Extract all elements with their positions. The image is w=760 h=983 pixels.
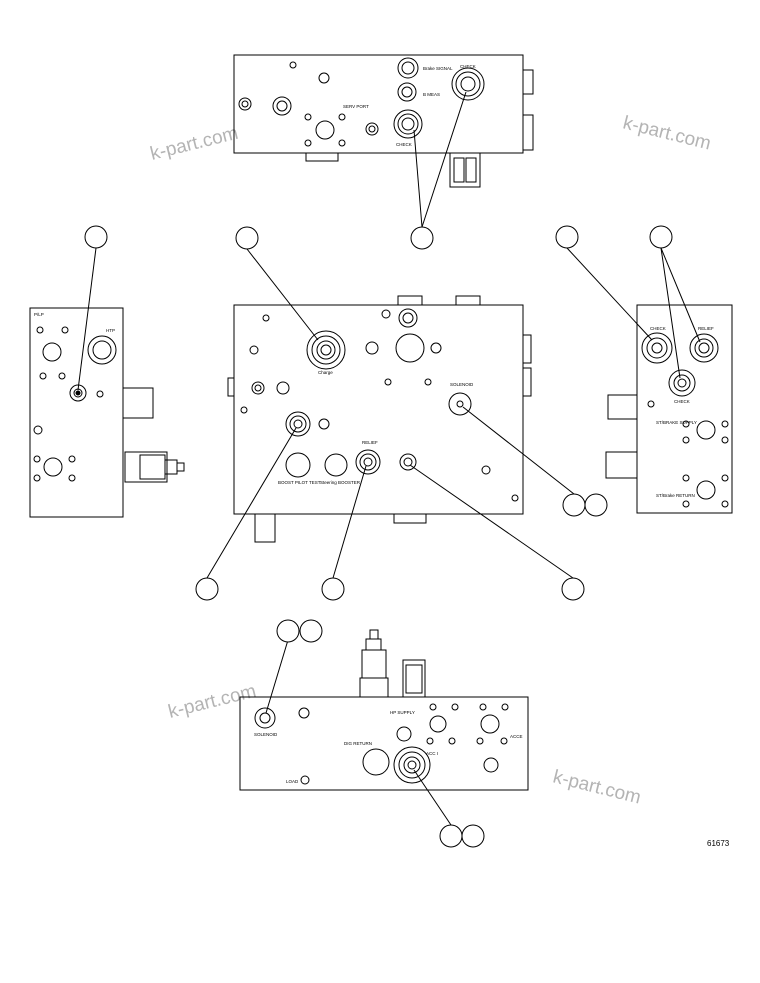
right-label-0: CHECK — [650, 326, 666, 331]
right-label-3: ST/BRAKE SUPPLY — [656, 420, 697, 425]
center-valve-view: Charge SOLENOID BOOST PILOT TEST Steerin… — [227, 295, 532, 543]
left-label-0: P/LP — [34, 312, 44, 317]
right-label-1: RELIEF — [698, 326, 714, 331]
callout-circles — [84, 225, 673, 848]
callout-top-check — [410, 226, 434, 250]
bottom-label-0: SOLENOID — [254, 732, 278, 737]
callout-solenoid-a — [276, 619, 300, 643]
bottom-label-5: LOAD — [286, 779, 299, 784]
callout-bottom-b — [461, 824, 485, 848]
bottom-label-2: DIG RETURN — [344, 741, 372, 746]
top-valve-view: Brake SIGNAL B MEAS SERV PORT CHECK CHEC… — [233, 54, 534, 188]
top-label-4: CHECK — [460, 64, 476, 69]
bottom-label-1: HP SUPPLY — [390, 710, 415, 715]
callout-right-a — [555, 225, 579, 249]
bottom-valve-view: SOLENOID HP SUPPLY DIG RETURN ACC I ACCE… — [239, 629, 529, 791]
left-label-1: HTP — [106, 328, 115, 333]
watermark: k-part.com — [551, 766, 643, 808]
watermark: k-part.com — [621, 112, 713, 154]
watermark: k-part.com — [148, 123, 240, 165]
watermark: k-part.com — [166, 681, 258, 723]
leader-lines — [77, 91, 701, 826]
center-label-4: RELIEF — [362, 440, 378, 445]
bottom-label-4: ACCE — [510, 734, 523, 739]
callout-solenoid-b — [299, 619, 323, 643]
center-label-2: BOOST PILOT TEST — [278, 480, 321, 485]
center-label-0: Charge — [318, 370, 333, 375]
callout-center-solenoid-a — [562, 493, 586, 517]
right-label-4: ST/Brake RETURN — [656, 493, 695, 498]
left-valve-view: P/LP HTP — [29, 307, 185, 518]
right-valve-view: CHECK RELIEF CHECK ST/BRAKE SUPPLY ST/Br… — [605, 304, 733, 514]
bottom-label-3: ACC I — [426, 751, 438, 756]
top-label-1: B MEAS — [423, 92, 440, 97]
callout-center-left — [195, 577, 219, 601]
top-label-0: Brake SIGNAL — [423, 66, 453, 71]
top-label-3: CHECK — [396, 142, 412, 147]
callout-center-charge — [235, 226, 259, 250]
callout-center-solenoid-b — [584, 493, 608, 517]
callout-center-relief — [321, 577, 345, 601]
center-label-3: Steering BOOSTER — [320, 480, 361, 485]
callout-center-right — [561, 577, 585, 601]
callout-bottom-a — [439, 824, 463, 848]
callout-right-b — [649, 225, 673, 249]
figure-number: 61673 — [707, 839, 730, 848]
right-label-2: CHECK — [674, 399, 690, 404]
top-label-2: SERV PORT — [343, 104, 369, 109]
callout-left — [84, 225, 108, 249]
center-label-1: SOLENOID — [450, 382, 474, 387]
